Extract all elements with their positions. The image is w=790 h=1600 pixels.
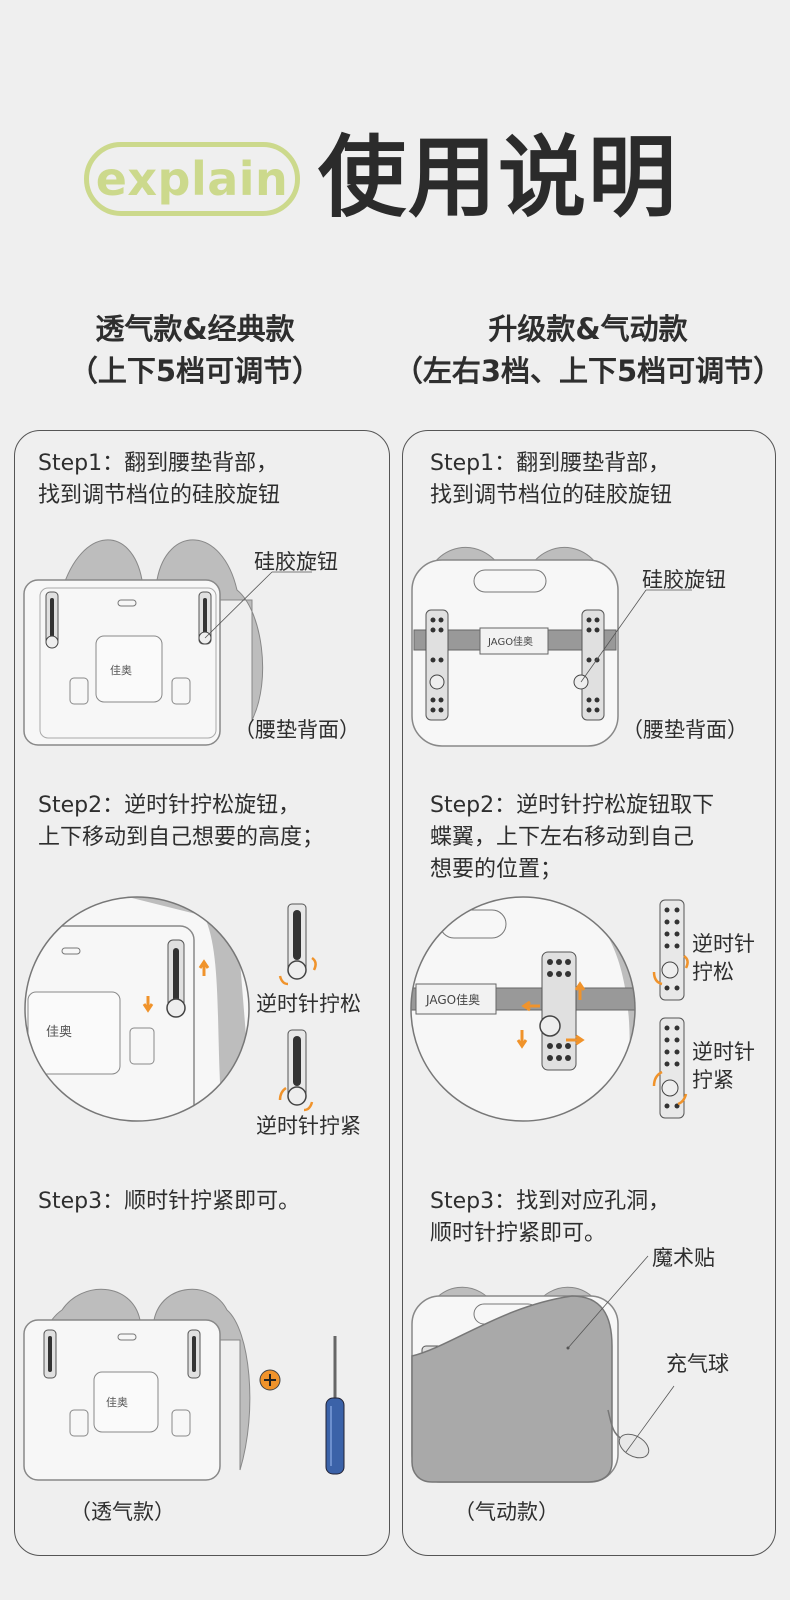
plus-icon (259, 1369, 281, 1391)
right-heading-line2: （左右3档、上下5档可调节） (393, 354, 783, 388)
left-logo-mark: 佳奥 (110, 663, 132, 677)
page-title: 使用说明 (318, 126, 679, 229)
right-tighten-label: 逆时针 拧紧 (692, 1038, 755, 1094)
left-loosen-label: 逆时针拧松 (256, 992, 361, 1016)
left-heading-line1: 透气款&经典款 (95, 312, 295, 346)
right-step1-text: Step1：翻到腰垫背部， 找到调节档位的硅胶旋钮 (430, 448, 672, 512)
left-step2-line1: Step2：逆时针拧松旋钮， (38, 793, 301, 818)
right-loosen-label-line1: 逆时针 (692, 932, 755, 956)
right-step3-line2: 顺时针拧紧即可。 (430, 1221, 607, 1246)
right-tighten-label-line1: 逆时针 (692, 1040, 755, 1064)
right-knob-zoom-illustration: JAGO佳奥 (410, 896, 636, 1122)
explain-badge-text: explain (95, 152, 289, 206)
right-loosen-label-line2: 拧松 (692, 960, 734, 984)
right-tighten-detail-icon (652, 1017, 688, 1119)
right-cushion-pneumatic-illustration (411, 1255, 675, 1483)
right-step2-line1: Step2：逆时针拧松旋钮取下 (430, 793, 715, 818)
left-step2-line2: 上下移动到自己想要的高度； (38, 825, 325, 850)
right-tighten-label-line2: 拧紧 (692, 1068, 734, 1092)
explain-badge: explain (84, 142, 300, 216)
left-cushion-back-illustration: 佳奥 (23, 539, 312, 746)
right-step3-line1: Step3：找到对应孔洞， (430, 1189, 671, 1214)
right-loosen-detail-icon (652, 899, 689, 1001)
air-bulb-label: 充气球 (666, 1352, 729, 1376)
left-zoom-logo-mark: 佳奥 (46, 1025, 72, 1040)
right-step2-line2: 蝶翼，上下左右移动到自己 (430, 825, 695, 850)
left-final-logo-mark: 佳奥 (106, 1395, 128, 1409)
right-back-label: （腰垫背面） (622, 718, 748, 742)
right-column-heading: 升级款&气动款 （左右3档、上下5档可调节） (388, 308, 788, 392)
left-cushion-final-illustration: 佳奥 (23, 1288, 251, 1481)
left-loosen-detail-icon (278, 903, 317, 986)
right-step1-line2: 找到调节档位的硅胶旋钮 (430, 483, 673, 508)
right-instruction-panel (402, 430, 776, 1556)
right-step3-text: Step3：找到对应孔洞， 顺时针拧紧即可。 (430, 1186, 670, 1250)
velcro-label: 魔术贴 (652, 1246, 715, 1270)
left-back-label: （腰垫背面） (234, 718, 360, 742)
left-tighten-label: 逆时针拧紧 (256, 1114, 361, 1138)
right-knob-label: 硅胶旋钮 (642, 568, 726, 592)
left-instruction-panel (14, 430, 390, 1556)
left-step2-text: Step2：逆时针拧松旋钮， 上下移动到自己想要的高度； (38, 790, 324, 854)
left-column-heading: 透气款&经典款 （上下5档可调节） (40, 308, 350, 392)
right-step1-line1: Step1：翻到腰垫背部， (430, 451, 671, 476)
right-loosen-label: 逆时针 拧松 (692, 930, 755, 986)
right-step2-text: Step2：逆时针拧松旋钮取下 蝶翼，上下左右移动到自己 想要的位置； (430, 790, 714, 886)
right-zoom-logo-mark: JAGO佳奥 (425, 993, 480, 1007)
left-step1-line1: Step1：翻到腰垫背部， (38, 451, 279, 476)
left-model-label: （透气款） (70, 1500, 175, 1524)
left-tighten-detail-icon (278, 1029, 314, 1112)
left-knob-label: 硅胶旋钮 (254, 550, 338, 574)
left-step3-text: Step3：顺时针拧紧即可。 (38, 1189, 301, 1214)
left-step1-line2: 找到调节档位的硅胶旋钮 (38, 483, 281, 508)
right-cushion-back-illustration: JAGO佳奥 (411, 546, 692, 747)
right-step2-line3: 想要的位置； (430, 857, 563, 882)
left-heading-line2: （上下5档可调节） (68, 354, 322, 388)
right-model-label: （气动款） (454, 1500, 559, 1524)
left-step1-text: Step1：翻到腰垫背部， 找到调节档位的硅胶旋钮 (38, 448, 280, 512)
screwdriver-icon (325, 1336, 345, 1475)
right-logo-mark: JAGO佳奥 (487, 635, 533, 648)
right-heading-line1: 升级款&气动款 (488, 312, 688, 346)
left-knob-zoom-illustration: 佳奥 (24, 896, 250, 1122)
